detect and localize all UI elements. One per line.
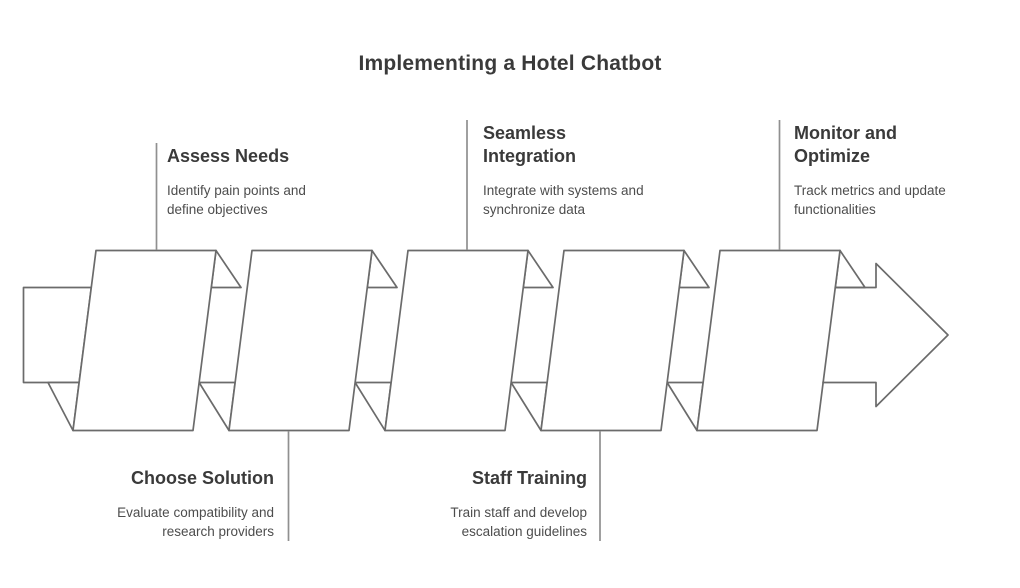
step-label-staff-training: Staff Training Train staff and develop e… [352,467,587,541]
step-label-monitor-and-optimize: Monitor and Optimize Track metrics and u… [794,122,1009,219]
step-shape-3 [384,249,529,432]
step-label-choose-solution: Choose Solution Evaluate compatibility a… [39,467,274,541]
step-heading: Seamless Integration [483,123,576,166]
step-shape-2 [228,249,373,432]
step-description: Integrate with systems and synchronize d… [483,183,644,217]
step-description: Train staff and develop escalation guide… [450,505,587,539]
step-shape-4 [540,249,685,432]
step-description: Evaluate compatibility and research prov… [117,505,274,539]
diagram-title: Implementing a Hotel Chatbot [358,52,662,75]
arrowhead [822,262,949,408]
step-shape-5 [696,249,841,432]
step-heading: Choose Solution [131,468,274,488]
step-heading: Assess Needs [167,146,290,166]
step-description: Identify pain points and define objectiv… [167,183,306,217]
step-heading: Staff Training [471,468,587,488]
step-description: Track metrics and update functionalities [794,183,946,217]
step-shape-1 [72,249,217,432]
step-label-seamless-integration: Seamless Integration Integrate with syst… [483,122,698,219]
step-heading: Monitor and Optimize [794,123,897,166]
step-label-assess-needs: Assess Needs Identify pain points and de… [167,145,382,219]
